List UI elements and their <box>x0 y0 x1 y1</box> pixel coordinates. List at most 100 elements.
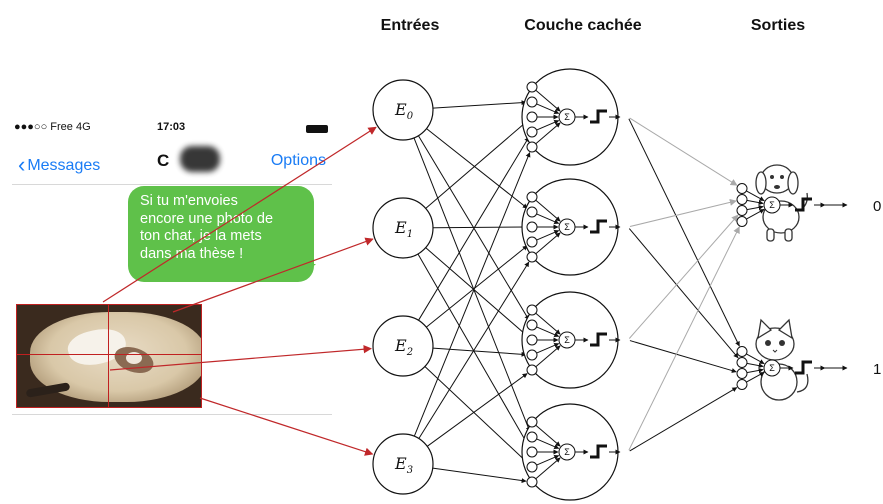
step-activation-icon <box>590 219 607 234</box>
photo-grid-line <box>108 304 109 408</box>
weight-node <box>736 346 748 357</box>
input-label-index: 0 <box>407 111 414 122</box>
weight-node <box>736 379 748 390</box>
tabby-cat-patch <box>126 352 142 364</box>
weight-to-sum-arrow <box>536 230 560 241</box>
message-line: ton chat, je la mets <box>140 228 262 244</box>
weight-node <box>526 191 538 203</box>
input-neuron-label: E2 <box>394 336 413 358</box>
input-hidden-connection <box>426 373 528 447</box>
input-neuron <box>372 79 434 141</box>
weight-node <box>526 126 538 138</box>
back-label: Messages <box>27 157 101 174</box>
weight-to-sum-arrow <box>535 232 561 255</box>
divider <box>12 414 332 415</box>
step-activation-icon <box>795 360 812 375</box>
weight-to-sum-arrow <box>746 353 765 365</box>
input-hidden-connection <box>432 347 527 357</box>
weight-node <box>736 194 748 205</box>
weight-to-sum-arrow <box>536 343 560 354</box>
input-hidden-connection <box>425 247 528 337</box>
cat-head-shape <box>755 327 795 361</box>
hidden-output-connection <box>629 117 738 186</box>
input-label-base: E <box>394 454 407 473</box>
image-to-input-arrows <box>102 126 377 456</box>
phone-screenshot: ●●●○○ Free 4G 17:03 ‹Messages C Options … <box>12 118 332 416</box>
weight-node <box>526 364 538 376</box>
photo-grid-line <box>16 304 202 305</box>
dog-ear-shape <box>787 171 799 195</box>
hidden-output-connection <box>628 214 739 339</box>
weight-node <box>526 416 538 428</box>
clock-text: 17:03 <box>157 121 186 133</box>
input-label-base: E <box>394 100 407 119</box>
weight-to-sum-arrow <box>746 190 765 202</box>
weight-node <box>526 304 538 316</box>
sum-symbol: Σ <box>564 335 570 345</box>
weight-to-sum-arrow <box>536 455 560 466</box>
step-activation-icon <box>590 332 607 347</box>
dog-eye-shape <box>780 175 784 179</box>
input-neuron <box>372 315 434 377</box>
hidden-output-connection <box>629 387 738 452</box>
weight-node <box>736 216 748 227</box>
weight-node <box>526 206 538 218</box>
sum-symbol: Σ <box>769 200 775 210</box>
input-label-index: 1 <box>407 229 413 240</box>
cat-tail-shape <box>796 373 809 393</box>
weight-to-sum-arrow <box>536 326 560 337</box>
weight-node <box>526 446 538 458</box>
weight-to-sum-arrow <box>535 199 561 222</box>
image-region-arrow <box>199 397 374 456</box>
input-hidden-connection <box>432 100 527 109</box>
weight-node <box>526 96 538 108</box>
image-region-arrow <box>109 345 372 371</box>
redaction-blur <box>180 146 220 172</box>
photo-grid-line <box>16 354 202 355</box>
weight-node <box>526 319 538 331</box>
cat-ear-shape <box>777 318 793 340</box>
input-neuron-label: E1 <box>394 218 413 240</box>
weight-node <box>526 431 538 443</box>
weight-node <box>736 205 748 216</box>
weight-node <box>526 236 538 248</box>
input-neuron-label: E3 <box>394 454 413 476</box>
input-hidden-connection <box>413 137 531 432</box>
dog-ear-shape <box>755 171 767 195</box>
input-hidden-connection <box>432 224 527 230</box>
back-button[interactable]: ‹Messages <box>18 150 101 177</box>
input-label-index: 2 <box>406 347 413 358</box>
weight-to-sum-arrow <box>535 89 561 112</box>
message-navbar: ‹Messages C Options <box>12 142 332 185</box>
options-button[interactable]: Options <box>270 152 326 169</box>
weight-node <box>526 461 538 473</box>
weight-to-sum-arrow <box>536 120 560 131</box>
input-hidden-connection <box>413 152 531 437</box>
output-value: 1 <box>873 361 881 378</box>
input-label-base: E <box>394 336 407 355</box>
input-hidden-connection <box>426 128 528 209</box>
message-line: dans ma thèse ! <box>140 245 244 262</box>
cat-nose-shape <box>772 349 778 353</box>
step-activation-icon <box>590 444 607 459</box>
sum-symbol: Σ <box>769 363 775 373</box>
weight-to-sum-arrow <box>536 438 560 449</box>
weight-to-sum-arrow <box>536 103 560 114</box>
dog-leg-shape <box>766 228 775 242</box>
weight-node <box>526 141 538 153</box>
header-outputs: Sorties <box>751 17 805 34</box>
weight-node <box>736 183 748 194</box>
weight-to-sum-arrow <box>535 345 561 368</box>
step-activation-icon <box>590 109 607 124</box>
sum-symbol: Σ <box>564 222 570 232</box>
header-hidden: Couche cachée <box>524 17 641 34</box>
carrier-text: ●●●○○ Free 4G <box>14 121 91 133</box>
input-hidden-connection <box>426 245 528 328</box>
step-activation-icon <box>795 197 812 212</box>
input-label-index: 3 <box>407 465 413 476</box>
photo-grid-line <box>201 304 202 408</box>
